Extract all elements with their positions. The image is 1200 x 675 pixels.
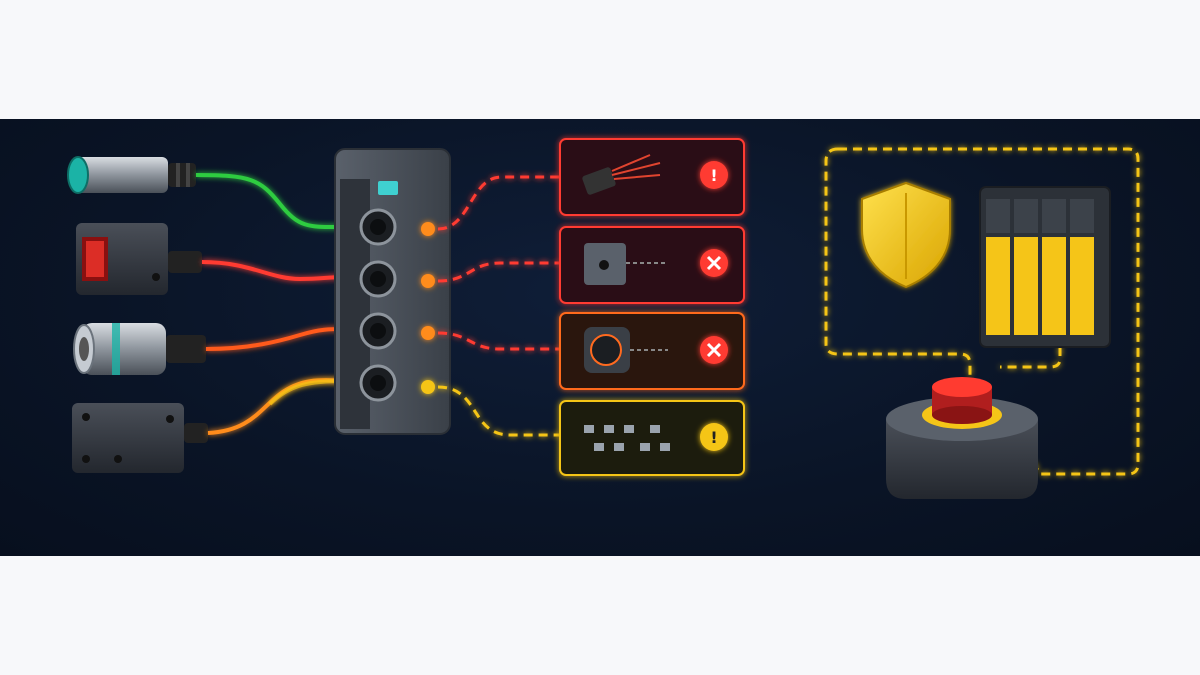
led-2 — [421, 274, 435, 288]
dash-link-3 — [437, 331, 560, 351]
yellow-cable — [268, 379, 346, 406]
emergency-stop-icon — [886, 377, 1038, 499]
safety-link-plc-button — [1000, 347, 1062, 369]
safety-loop-dashed — [824, 147, 1140, 476]
block-sensor-icon — [72, 403, 208, 473]
shield-icon — [861, 181, 951, 289]
green-cable — [195, 173, 346, 230]
dash-link-1 — [437, 175, 560, 231]
inductive-sensor-icon — [67, 156, 196, 194]
status-leds — [421, 222, 435, 394]
fault-card-connector — [559, 312, 745, 390]
svg-text:!: ! — [710, 166, 717, 185]
diagnostic-illustration: ! ! — [0, 119, 1200, 556]
led-4 — [421, 380, 435, 394]
photoelectric-sensor-icon — [76, 223, 202, 295]
fault-card-sensor-block — [559, 226, 745, 304]
svg-text:!: ! — [710, 428, 717, 447]
red-cable-1 — [201, 260, 346, 282]
fault-card-intermittent: ! — [559, 400, 745, 476]
io-hub-icon — [334, 148, 451, 435]
led-1 — [421, 222, 435, 236]
dash-link-2 — [437, 261, 560, 283]
dash-link-4 — [437, 385, 560, 437]
safety-plc-icon — [979, 186, 1111, 348]
fault-card-damaged-cable: ! — [559, 138, 745, 216]
red-cable-2 — [205, 327, 346, 351]
led-3 — [421, 326, 435, 340]
orange-cable — [207, 378, 346, 435]
illustration-canvas: ! ! — [67, 138, 1140, 499]
cylindrical-sensor-icon — [73, 323, 206, 375]
